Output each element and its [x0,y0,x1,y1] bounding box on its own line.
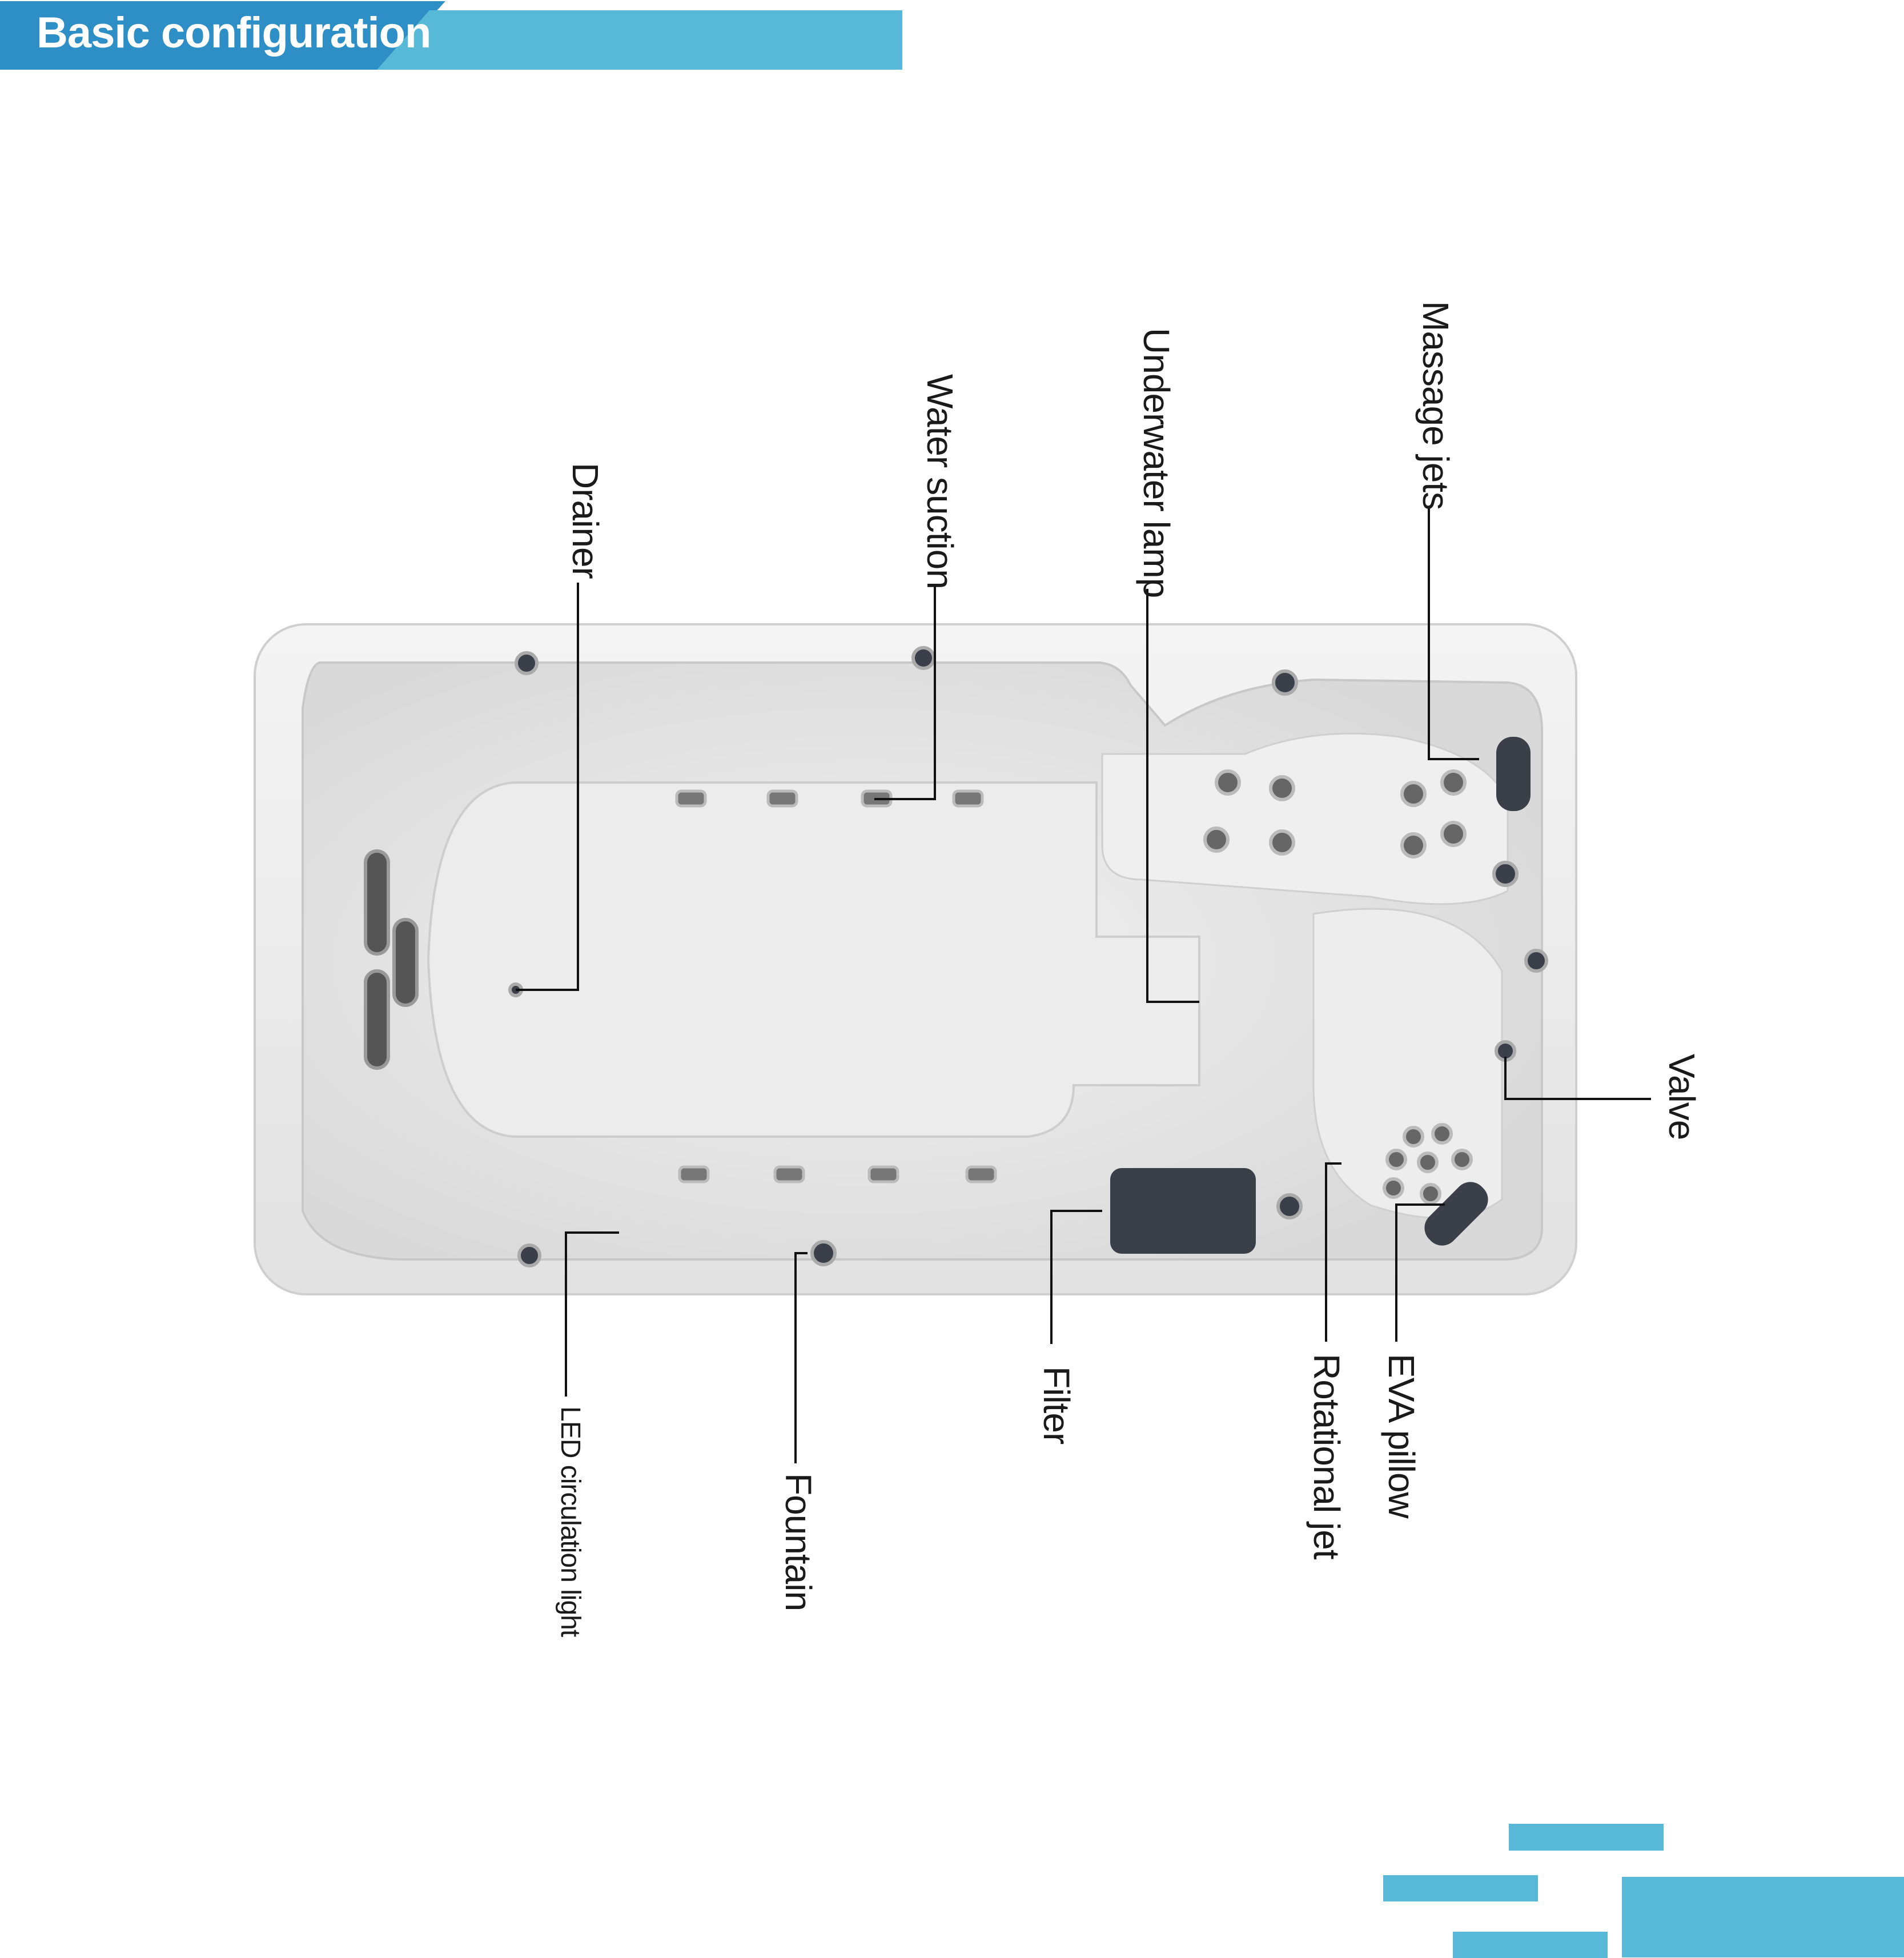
massage-jets-line [1428,508,1479,760]
spa-tub-diagram [254,508,1651,1463]
leader-lines [516,508,1651,1463]
eva-pillow-top [1496,737,1531,811]
label-massage-jets: Massage jets [1415,301,1456,510]
water-suction-line [874,585,936,800]
fountain-line [794,1252,808,1463]
massage-jets [1203,769,1473,1205]
label-drainer: Drainer [565,463,606,579]
label-fountain: Fountain [778,1473,819,1611]
page-title: Basic configuration [37,9,431,57]
fittings [508,646,1548,1267]
decor-block [1622,1877,1904,1957]
led-light-line [565,1231,619,1397]
header-band-light [377,10,902,70]
rotational-jet-line [1325,1162,1341,1342]
label-rotational-jet: Rotational jet [1306,1354,1347,1559]
label-filter: Filter [1036,1366,1077,1445]
decor-bar [1453,1932,1608,1958]
valve-line [1504,1057,1651,1100]
underwater-lamp-line [1146,589,1199,1003]
label-underwater-lamp: Underwater lamp [1136,328,1177,598]
pillows [1110,737,1531,1254]
header-band-dark [0,1,445,70]
tub-shell [254,623,1577,1295]
label-water-suction: Water suction [919,374,961,589]
label-led-circulation-light: LED circulation light [555,1406,585,1637]
decor-bar [1509,1824,1664,1851]
water-suction-jets [675,789,997,1183]
drainer-line [516,583,579,991]
label-eva-pillow: EVA pillow [1381,1354,1422,1518]
eva-pillow-bottom [1424,1182,1488,1246]
filter-cover [1110,1168,1256,1254]
eva-pillow-line [1395,1203,1445,1342]
label-valve: Valve [1661,1054,1702,1140]
decor-bar [1383,1875,1538,1901]
filter-line [1050,1210,1102,1344]
